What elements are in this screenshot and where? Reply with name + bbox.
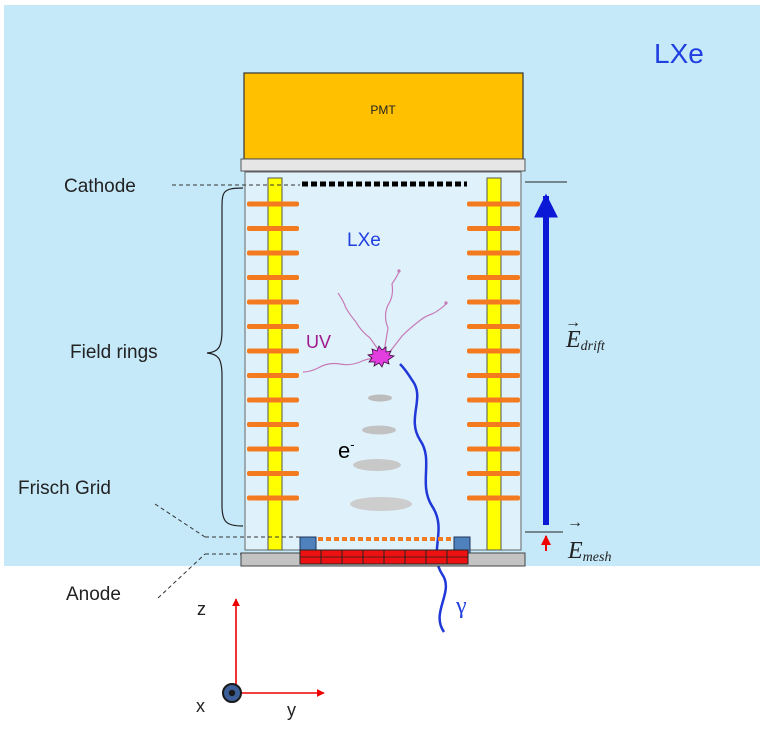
field-ring [247, 422, 299, 427]
field-ring [247, 324, 299, 329]
left-support-rod [267, 177, 283, 551]
top-border-strip [0, 0, 760, 5]
drift-field-label: Edrift [565, 327, 606, 354]
anode-label: Anode [66, 584, 121, 605]
field-ring [467, 324, 520, 329]
electron-clouds [350, 394, 412, 511]
lxe-inner-label: LXe [347, 230, 381, 251]
field-ring [467, 397, 520, 403]
field-ring [467, 226, 520, 231]
right-support-rod [486, 177, 502, 551]
field-ring [467, 446, 520, 452]
field-ring [467, 250, 520, 256]
field-ring [467, 201, 520, 207]
x-axis-dot [228, 689, 236, 697]
anode-leader [157, 553, 206, 599]
anode-pad-dividers [300, 550, 468, 564]
field-ring [467, 471, 520, 476]
field-ring [247, 201, 299, 207]
uv-label: UV [306, 332, 331, 352]
field-ring [247, 275, 299, 280]
drift-field-vector-arrow: → [565, 314, 581, 331]
electron-label: e- [338, 437, 355, 463]
mesh-field-label: Emesh [567, 538, 611, 565]
pmt-block [243, 72, 524, 160]
frisch-grid-leader [154, 503, 206, 538]
field-ring [467, 275, 520, 280]
field-rings-brace [206, 187, 244, 527]
field-ring [247, 226, 299, 231]
gamma-label: γ [455, 593, 467, 619]
gamma-track [399, 363, 448, 633]
pmt-label: PMT [370, 103, 396, 117]
left-border-strip [0, 0, 4, 566]
cathode-label: Cathode [64, 176, 136, 197]
field-ring [467, 299, 520, 305]
field-ring [247, 299, 299, 305]
electron-cloud [368, 394, 392, 402]
field-ring [247, 373, 299, 378]
uv-photon-tip [444, 301, 448, 305]
mesh-field-vector-arrow: → [567, 514, 583, 531]
field-ring [247, 397, 299, 403]
interaction-starburst-icon [367, 345, 396, 368]
x-axis-label: x [196, 696, 205, 716]
field-ring [467, 495, 520, 501]
uv-photon-tip [397, 269, 401, 273]
field-ring [247, 446, 299, 452]
field-ring [467, 348, 520, 354]
field-ring [467, 373, 520, 378]
field-ring [247, 471, 299, 476]
uv-photon-tracks [302, 271, 447, 373]
field-ring [247, 348, 299, 354]
field-ring [247, 250, 299, 256]
lxe-outer-label: LXe [654, 38, 704, 69]
electron-cloud [362, 425, 396, 435]
electron-cloud [353, 459, 401, 471]
y-axis-label: y [287, 700, 296, 720]
field-rings-label: Field rings [70, 342, 158, 363]
electron-cloud [350, 497, 412, 511]
right-field-rings [467, 201, 520, 501]
field-ring [467, 422, 520, 427]
frisch-grid-label: Frisch Grid [18, 478, 111, 499]
field-ring [247, 495, 299, 501]
pmt-window [240, 158, 526, 172]
left-field-rings [247, 201, 299, 501]
z-axis-label: z [197, 599, 206, 619]
